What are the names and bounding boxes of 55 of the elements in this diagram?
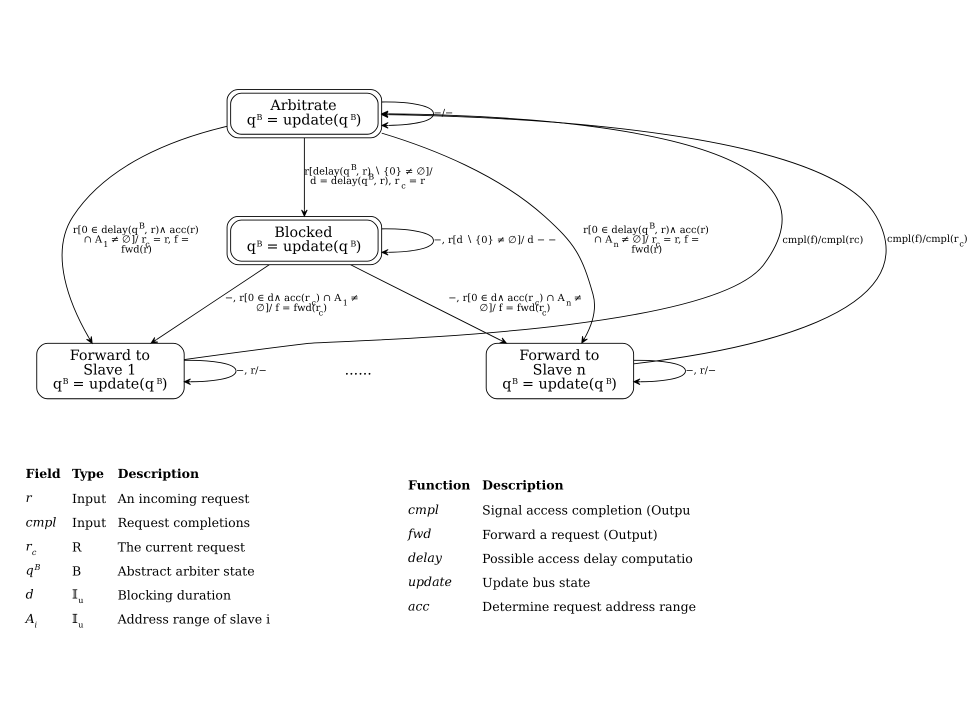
- label: Description: [482, 478, 564, 493]
- edge-label: −, r/−: [685, 366, 716, 377]
- label: Address range of slave i: [118, 612, 270, 627]
- label: Forward a request (Output): [482, 526, 658, 542]
- label: Possible access delay computatio: [482, 550, 693, 566]
- arrow: [184, 360, 236, 386]
- arrow: [633, 360, 686, 386]
- label: Function: [408, 478, 470, 493]
- arrow: [62, 126, 228, 344]
- edge-label: r[0 ∈ delay(q$^{B}$, r)∧ acc(r) ∩ A$_{n}$ ≠ ∅]/ r$_{c}$ = r, f = fwd(r): [583, 221, 709, 256]
- label: d: [26, 586, 34, 602]
- label: Abstract arbiter state: [118, 563, 255, 578]
- label: Blocking duration: [118, 588, 232, 603]
- edge-label: cmpl(f)/cmpl(rc): [782, 235, 864, 246]
- label: Signal access completion (Outpu: [482, 502, 690, 518]
- label: A$_{i}$: [26, 610, 38, 630]
- edge-label: r[0 ∈ delay(q$^{B}$, r)∧ acc(r) ∩ A$_{1}$ ≠ ∅]/ r$_{c}$ = r, f = fwd(r): [72, 221, 199, 256]
- edge-label: −, r/−: [236, 366, 267, 377]
- label: delay: [408, 550, 442, 565]
- arrow: [150, 264, 270, 344]
- label: 𝕀$_{u}$: [72, 610, 84, 630]
- arrow: [381, 228, 434, 256]
- arrow: [350, 264, 507, 344]
- label: acc: [408, 598, 430, 614]
- label: An incoming request: [118, 491, 250, 506]
- node-box: Arbitrate q$^{B}$ = update(q$^{B}$): [226, 89, 382, 138]
- edge-label: −, r[0 ∈ d∧ acc(r$_{c}$) ∩ A$_{n}$ ≠ ∅]/ f = fwd(r$_{c}$): [448, 293, 582, 318]
- edge-label: −, r[d ∖ {0} ≠ ∅]/ d − −: [433, 235, 556, 246]
- label: cmpl: [408, 502, 439, 517]
- label: Determine request address range: [482, 599, 696, 614]
- label: cmpl: [26, 514, 56, 530]
- label: 𝕀$_{u}$: [72, 586, 84, 606]
- label: Description: [118, 466, 200, 481]
- label: B: [72, 563, 82, 578]
- label: r$_{c}$: [26, 538, 36, 557]
- label: q$^{B}$: [26, 562, 40, 578]
- label: Update bus state: [482, 575, 590, 590]
- edge-label: −, r[0 ∈ d∧ acc(r$_{c}$) ∩ A$_{1}$ ≠ ∅]/ f = fwd(r$_{c}$): [224, 293, 359, 318]
- label: R: [72, 539, 82, 554]
- label: Field: [26, 466, 61, 481]
- label: fwd: [408, 526, 432, 541]
- label: The current request: [118, 539, 246, 554]
- node-box: Blocked q$^{B}$ = update(q$^{B}$): [226, 216, 382, 266]
- label: Input: [72, 491, 106, 506]
- arrow: [381, 132, 595, 344]
- node-box: Forward to Slave n q$^{B}$ = update(q$^{B}$): [486, 342, 634, 400]
- label: Request completions: [118, 515, 250, 530]
- label: ......: [344, 362, 372, 378]
- label: r: [26, 490, 32, 506]
- node-box: Forward to Slave 1 q$^{B}$ = update(q$^{B}$): [36, 342, 185, 400]
- label: Input: [72, 515, 106, 530]
- edge-label: cmpl(f)/cmpl(r$_{c}$): [886, 234, 968, 249]
- label: update: [408, 574, 452, 590]
- label: Type: [72, 466, 104, 481]
- arrow: [301, 137, 308, 217]
